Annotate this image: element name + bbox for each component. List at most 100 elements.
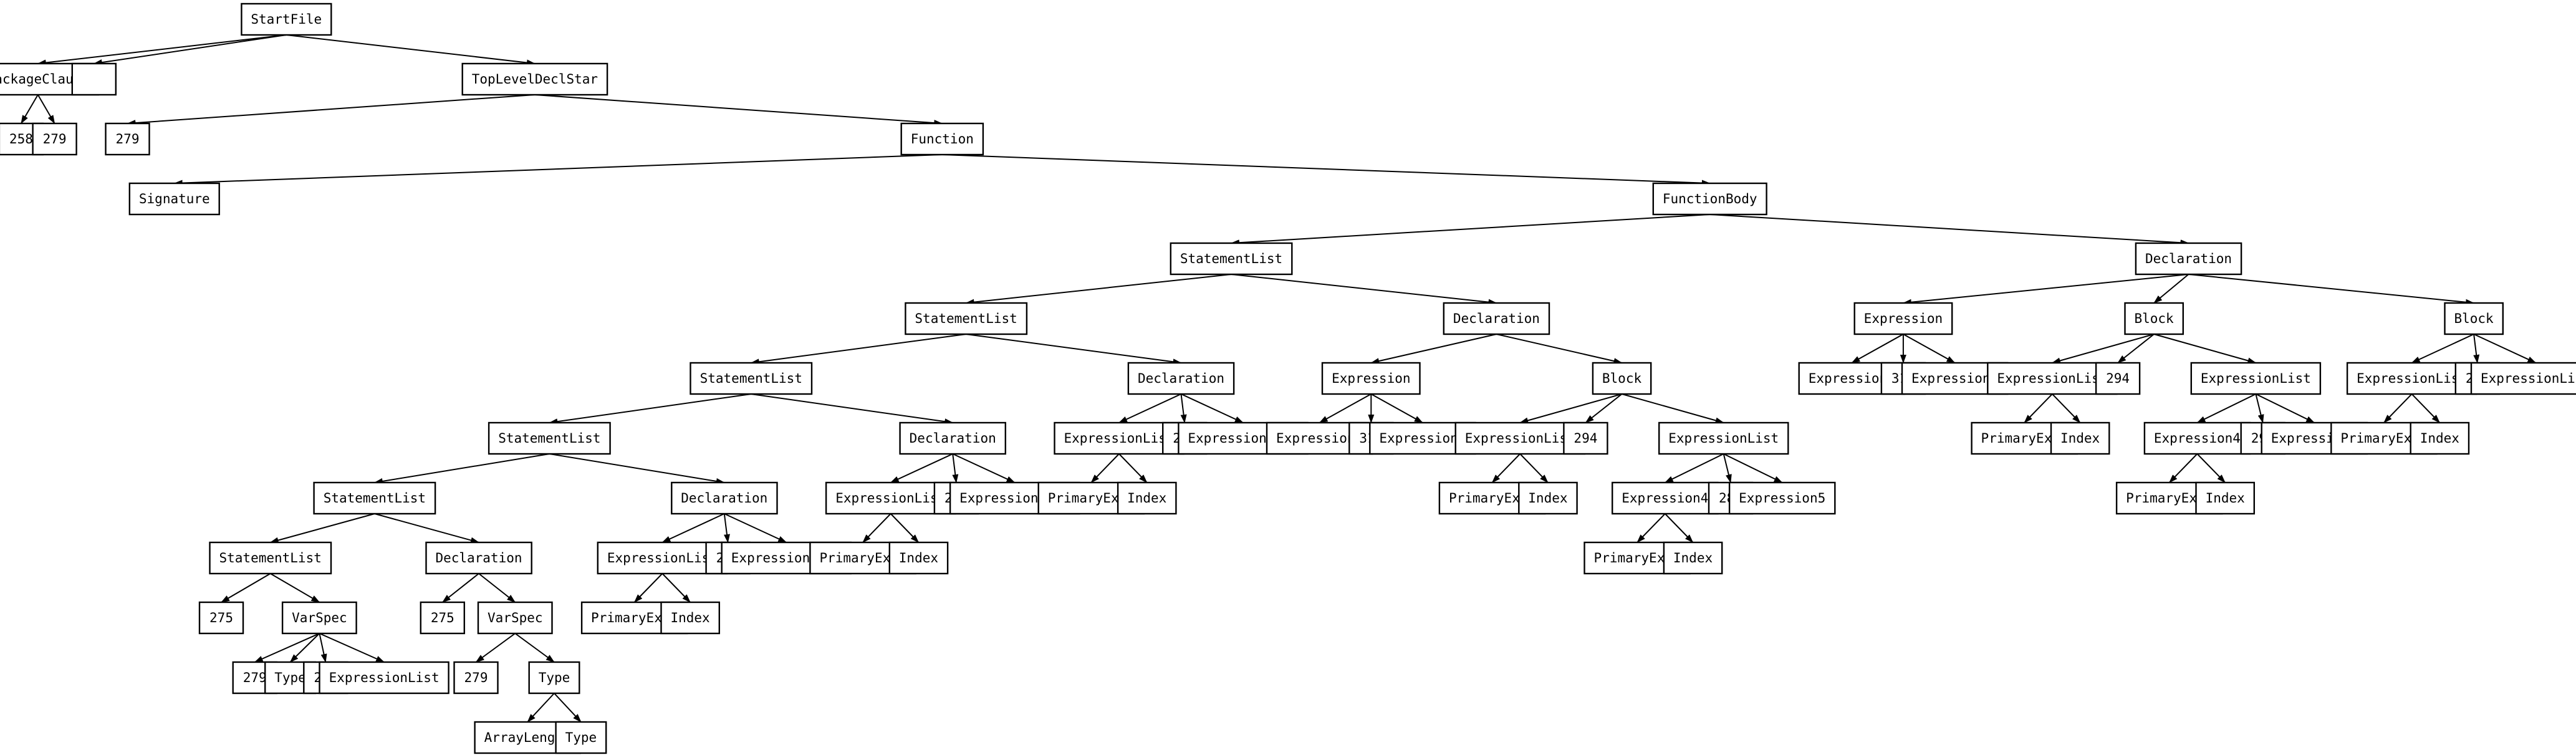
tree-node: Index <box>660 601 721 635</box>
node-box <box>1728 481 1836 515</box>
tree-edge <box>750 334 966 365</box>
tree-edge <box>965 274 1232 305</box>
node-box <box>671 481 778 515</box>
tree-edge <box>173 154 943 186</box>
tree-node: ExpressionList <box>2470 362 2576 395</box>
node-box <box>1170 242 1293 276</box>
tree-node: 279 <box>32 122 77 156</box>
tree-edge <box>1709 214 2189 246</box>
tree-edge <box>1519 393 1622 424</box>
tree-node: Index <box>1117 481 1177 515</box>
node-label: 279 <box>243 670 267 685</box>
tree-edge <box>37 34 287 66</box>
tree-node: Declaration <box>425 541 532 575</box>
node-label: VarSpec <box>292 610 347 625</box>
node-box <box>1611 481 1719 515</box>
node-box <box>281 601 357 635</box>
tree-node: Declaration <box>671 481 778 515</box>
tree-edge <box>1231 214 1710 246</box>
node-label: ExpressionList <box>2357 371 2467 386</box>
tree-edge <box>2153 334 2257 364</box>
tree-edge <box>2383 393 2413 423</box>
node-box <box>313 481 436 515</box>
node-label: Index <box>2060 431 2100 446</box>
node-label: 258 <box>9 132 33 147</box>
tree-node: Declaration <box>1127 362 1235 395</box>
tree-edge <box>1180 393 1187 423</box>
node-label: Block <box>1602 371 1642 386</box>
node-box <box>1117 481 1177 515</box>
tree-edge <box>1903 334 1956 363</box>
tree-edge <box>2153 274 2189 304</box>
node-box <box>128 182 220 216</box>
node-box <box>1663 541 1723 575</box>
node-label: ExpressionList <box>835 491 946 506</box>
tree-edge <box>2052 393 2081 423</box>
tree-node: Expression5 <box>1728 481 1836 515</box>
node-label: 294 <box>2106 371 2130 386</box>
tree-edge <box>2188 274 2475 305</box>
node-label: Declaration <box>2145 251 2232 266</box>
tree-node: Expression4 <box>2143 421 2251 455</box>
node-box <box>660 601 721 635</box>
tree-node: StatementList <box>905 302 1028 335</box>
node-label: 275 <box>431 610 454 625</box>
node-label: Type <box>274 670 306 685</box>
node-label: Expression4 <box>2154 431 2241 446</box>
tree-edge <box>2168 453 2198 483</box>
node-box <box>1518 481 1578 515</box>
node-label: ExpressionList <box>1668 431 1779 446</box>
tree-edge <box>527 693 555 723</box>
node-label: Block <box>2454 311 2494 326</box>
tree-node: VarSpec <box>477 601 553 635</box>
tree-node: VarSpec <box>281 601 357 635</box>
node-box <box>1658 421 1789 455</box>
tree-edge <box>2255 393 2264 423</box>
node-label: ExpressionList <box>2201 371 2311 386</box>
node-box <box>1321 362 1421 395</box>
tree-edge <box>1370 334 1497 364</box>
node-label: 279 <box>116 132 140 147</box>
node-box <box>420 601 465 635</box>
tree-edge <box>221 573 271 603</box>
node-box <box>488 421 611 455</box>
tree-edge <box>2117 334 2155 363</box>
tree-node: Index <box>2195 481 2256 515</box>
tree-edge <box>1723 453 1783 483</box>
tree-edge <box>442 573 479 603</box>
node-label: 275 <box>209 610 233 625</box>
node-label: Expression <box>1332 371 1410 386</box>
node-box <box>1127 362 1235 395</box>
tree-edge <box>952 453 1016 483</box>
node-label: Type <box>565 730 597 745</box>
node-label: StatementList <box>700 371 802 386</box>
node-label: StatementList <box>324 491 426 506</box>
node-label: Expression4 <box>1379 431 1466 446</box>
tree-edge <box>2473 334 2537 363</box>
tree-node: 279 <box>453 661 499 695</box>
tree-edge <box>723 513 730 543</box>
tree-node: ExpressionList <box>1658 421 1789 455</box>
node-label: Index <box>899 551 938 565</box>
node-label: ExpressionList <box>1064 431 1174 446</box>
tree-edge <box>2024 393 2053 423</box>
node-box <box>453 661 499 695</box>
tree-node: 294 <box>1563 421 1608 455</box>
node-label: 279 <box>43 132 67 147</box>
node-box <box>71 62 117 96</box>
tree-edge <box>534 94 943 127</box>
tree-node: Declaration <box>2135 242 2242 276</box>
node-box <box>905 302 1028 335</box>
node-box <box>1563 421 1608 455</box>
tree-edge <box>942 154 1711 186</box>
node-label: ExpressionList <box>1997 371 2107 386</box>
node-label: StartFile <box>251 12 322 27</box>
tree-node: Index <box>1663 541 1723 575</box>
tree-node: Block <box>1592 362 1652 395</box>
node-label: Index <box>2420 431 2459 446</box>
node-label: FunctionBody <box>1663 191 1757 206</box>
tree-edge <box>1851 334 1904 363</box>
tree-edge <box>1665 513 1694 543</box>
tree-edge <box>661 573 691 603</box>
